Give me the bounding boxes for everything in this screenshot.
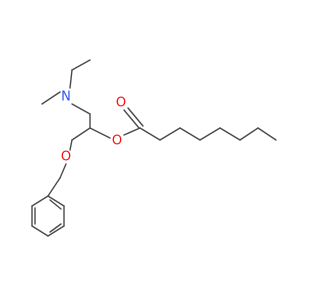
chemical-structure: N O O O	[0, 0, 300, 300]
bond-ring-3	[47, 225, 65, 237]
bond-chain-5	[219, 127, 241, 141]
bond-chain-2	[159, 127, 181, 141]
bond-ch2-o-ether	[69, 139, 73, 151]
background	[0, 0, 300, 300]
bond-n-ch2	[71, 103, 91, 115]
bond-o-carbonyl-c	[123, 127, 141, 136]
bond-chain-7	[257, 127, 277, 141]
bond-ch-ch2-ether	[71, 127, 91, 141]
ether-oxygen-atom-label: O	[61, 150, 71, 165]
bond-chain-3	[179, 127, 201, 141]
bond-group	[31, 59, 277, 237]
bond-ring-4	[31, 225, 49, 237]
ester-oxygen-atom-label: O	[112, 134, 122, 149]
bond-o-ch2-benzyl	[59, 163, 67, 179]
bond-carbonyl-double-b	[127, 107, 144, 127]
bond-chain-1	[139, 127, 161, 141]
bond-carbonyl-double-a	[123, 109, 140, 129]
bond-ring-inner-3	[49, 199, 62, 210]
bond-ch-o-ester	[89, 127, 111, 139]
bond-ring-6	[31, 195, 49, 207]
bond-n-ch2-ethyl2	[69, 69, 73, 89]
carbonyl-oxygen-atom-label: O	[116, 96, 126, 111]
bond-ethyl2-ch3	[71, 59, 91, 71]
nitrogen-atom-label: N	[61, 90, 71, 105]
bond-benzyl-ring	[47, 177, 61, 197]
bond-chain-4	[199, 127, 221, 141]
bond-ethyl1-ch3	[41, 91, 61, 105]
bond-ring-1	[47, 195, 65, 207]
bond-ring-inner-2	[49, 223, 62, 233]
bond-chain-6	[239, 127, 259, 141]
